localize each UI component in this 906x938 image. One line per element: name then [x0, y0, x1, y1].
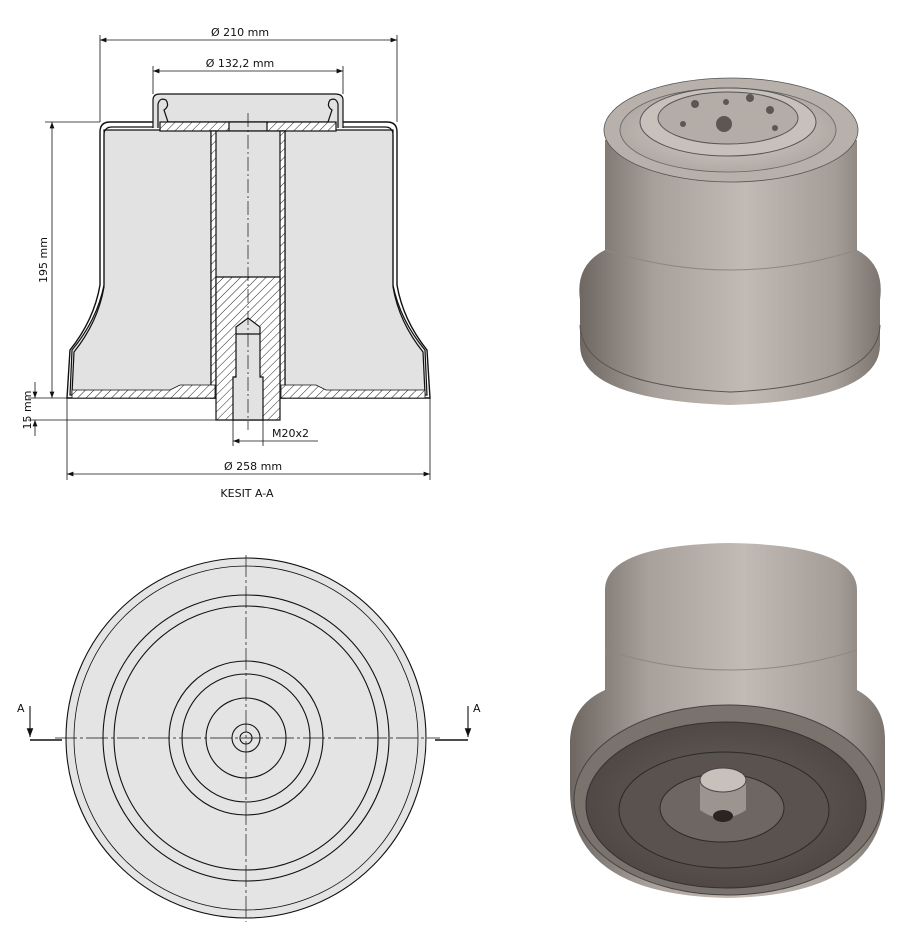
render-iso-top [579, 77, 881, 405]
dimensions [28, 35, 431, 480]
dim-label-195: 195 mm [37, 237, 50, 283]
section-title: KESIT A-A [220, 487, 274, 500]
section-view [66, 93, 431, 430]
dim-label-132: Ø 132,2 mm [206, 57, 275, 70]
plan-view [26, 555, 472, 922]
section-mark-left: A [17, 702, 25, 715]
dim-label-258: Ø 258 mm [224, 460, 282, 473]
dim-label-210: Ø 210 mm [211, 26, 269, 39]
render-iso-bottom [570, 543, 885, 898]
section-shell-inner [71, 126, 153, 395]
section-base-plate [71, 384, 216, 399]
section-top-lip [152, 93, 344, 128]
dim-label-15: 15 mm [21, 391, 34, 430]
dim-label-thread: M20x2 [272, 427, 309, 440]
section-mark-right: A [473, 702, 481, 715]
